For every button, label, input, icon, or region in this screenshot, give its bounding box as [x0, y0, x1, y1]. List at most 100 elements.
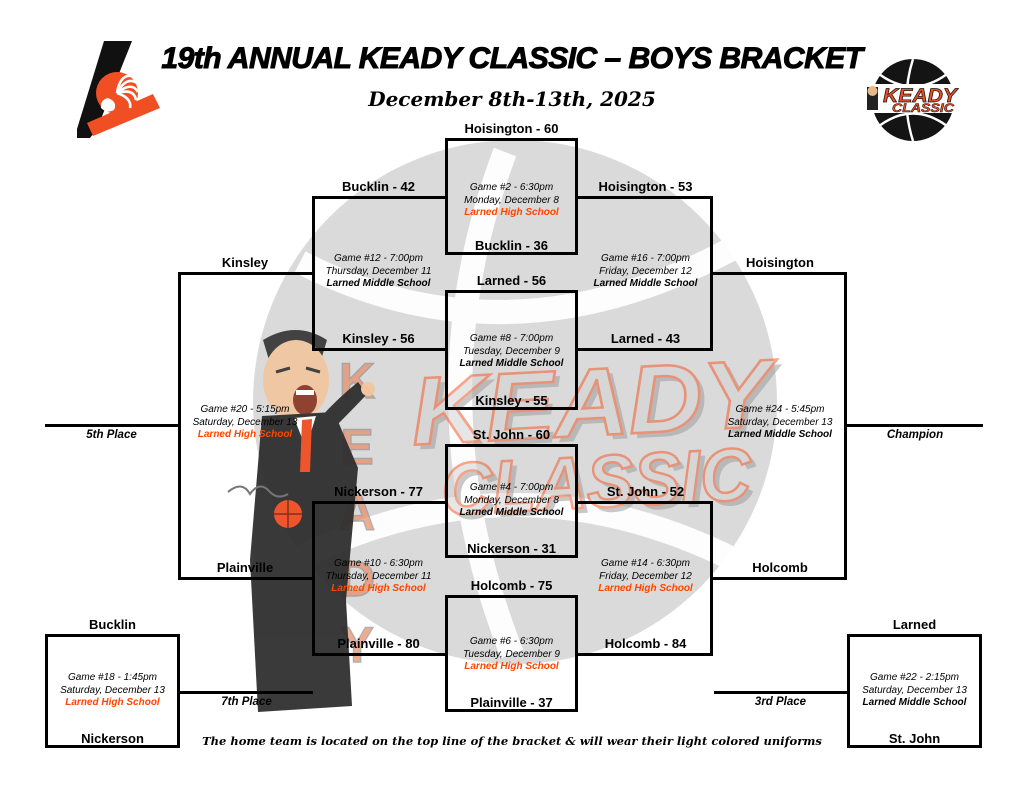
- game-box-g2: [445, 138, 578, 255]
- game-g14-gd: Friday, December 12: [599, 570, 692, 582]
- bracket-line: [180, 691, 313, 694]
- larned-l-logo: [77, 41, 160, 138]
- bracket-line: [578, 653, 713, 656]
- game-g4-gt: Game #4 - 7:00pm: [469, 482, 554, 493]
- team-label-holcomb_84: Holcomb - 84: [604, 636, 687, 651]
- team-label-plainville_37: Plainville - 37: [470, 695, 553, 710]
- game-g8-gv: Larned Middle School: [459, 358, 564, 369]
- bracket-line: [178, 272, 181, 580]
- team-label-kinsley_adv: Kinsley: [221, 255, 269, 270]
- game-g22-gt: Game #22 - 2:15pm: [870, 672, 959, 683]
- game-g12-gd: Thursday, December 11: [325, 265, 432, 277]
- game-g10-gv: Larned High School: [331, 583, 426, 594]
- game-g2-gt: Game #2 - 6:30pm: [469, 182, 554, 193]
- team-label-larned_3rd: Larned: [892, 617, 937, 632]
- svg-text:CLASSIC: CLASSIC: [439, 432, 754, 531]
- game-g4-gv: Larned Middle School: [459, 507, 564, 518]
- team-label-bucklin_42: Bucklin - 42: [342, 179, 415, 194]
- team-label-kinsley_56: Kinsley - 56: [342, 331, 415, 346]
- game-g16-gd: Friday, December 12: [599, 265, 692, 277]
- bracket-line: [844, 272, 847, 580]
- game-g24-gd: Saturday, December 13: [727, 416, 833, 428]
- game-g16-gv: Larned Middle School: [593, 278, 698, 289]
- place-label-fifth: 5th Place: [86, 429, 137, 441]
- bracket-line: [710, 501, 713, 656]
- place-label-third: 3rd Place: [754, 696, 807, 708]
- team-label-kinsley_55: Kinsley - 55: [475, 393, 548, 408]
- svg-text:CLASSIC: CLASSIC: [445, 437, 760, 536]
- team-label-nickerson_31: Nickerson - 31: [467, 541, 556, 556]
- game-g20-gt: Game #20 - 5:15pm: [200, 404, 290, 415]
- bracket-line: [847, 424, 983, 427]
- team-label-holcomb_adv: Holcomb: [752, 560, 808, 575]
- game-box-g8: [445, 290, 578, 410]
- game-g8-gd: Tuesday, December 9: [463, 345, 560, 357]
- team-label-larned_43: Larned - 43: [610, 331, 681, 346]
- bracket-line: [312, 501, 315, 656]
- bracket-line: [312, 196, 445, 199]
- game-g18-gd: Saturday, December 13: [60, 684, 165, 696]
- bracket-line: [312, 653, 445, 656]
- game-g14-gv: Larned High School: [598, 583, 693, 594]
- bracket-line: [312, 501, 445, 504]
- place-label-champion: Champion: [886, 429, 944, 441]
- game-g16-gt: Game #16 - 7:00pm: [601, 253, 690, 264]
- game-g2-gd: Monday, December 8: [464, 194, 559, 206]
- game-g18-gv: Larned High School: [65, 697, 160, 708]
- game-box-g18: [45, 634, 180, 748]
- game-g2-gv: Larned High School: [464, 207, 559, 218]
- svg-text:CLASSIC: CLASSIC: [892, 101, 954, 115]
- game-g24-gt: Game #24 - 5:45pm: [735, 404, 825, 415]
- game-g4-gd: Monday, December 8: [464, 494, 559, 506]
- bracket-line: [713, 272, 847, 275]
- watermark-keady-classic-text: KEADY KEADY CLASSIC CLASSIC: [407, 338, 787, 536]
- watermark-ball-seams: [286, 147, 756, 659]
- svg-text:KEADY: KEADY: [409, 340, 783, 466]
- game-g6-gd: Tuesday, December 9: [463, 648, 560, 660]
- page-title: 19th ANNUAL KEADY CLASSIC – BOYS BRACKET: [161, 42, 864, 76]
- bracket-line: [714, 691, 847, 694]
- game-box-g4: [445, 444, 578, 558]
- team-label-stjohn_3rd: St. John: [888, 731, 941, 746]
- game-g6-gt: Game #6 - 6:30pm: [469, 636, 554, 647]
- team-label-larned_56: Larned - 56: [476, 273, 547, 288]
- game-g8-gt: Game #8 - 7:00pm: [469, 333, 554, 344]
- bracket-line: [178, 577, 312, 580]
- bracket-line: [45, 424, 178, 427]
- game-g14-gt: Game #14 - 6:30pm: [601, 558, 690, 569]
- team-label-nickerson_77: Nickerson - 77: [334, 484, 423, 499]
- bracket-line: [578, 196, 713, 199]
- game-g6-gv: Larned High School: [464, 661, 559, 672]
- game-g20-gv: Larned High School: [197, 429, 293, 440]
- page-subtitle: December 8th-13th, 2025: [368, 87, 656, 111]
- svg-text:KEADY: KEADY: [883, 86, 960, 107]
- game-g18-gt: Game #18 - 1:45pm: [68, 672, 157, 683]
- keady-caricature: [227, 330, 375, 712]
- game-box-g22: [847, 634, 982, 748]
- bracket-line: [578, 501, 713, 504]
- game-box-g6: [445, 595, 578, 712]
- team-label-hoisington_53: Hoisington - 53: [598, 179, 693, 194]
- team-label-hoisington_adv: Hoisington: [746, 255, 814, 270]
- keady-classic-logo: KEADY CLASSIC: [858, 58, 968, 142]
- bracket-line: [312, 348, 445, 351]
- team-label-nickerson_7th: Nickerson: [81, 731, 144, 746]
- game-g22-gv: Larned Middle School: [862, 697, 967, 708]
- team-label-holcomb_75: Holcomb - 75: [470, 578, 553, 593]
- team-label-bucklin_7th: Bucklin: [89, 617, 136, 632]
- bracket-line: [312, 196, 315, 351]
- game-g12-gt: Game #12 - 7:00pm: [334, 253, 423, 264]
- bracket-line: [713, 577, 847, 580]
